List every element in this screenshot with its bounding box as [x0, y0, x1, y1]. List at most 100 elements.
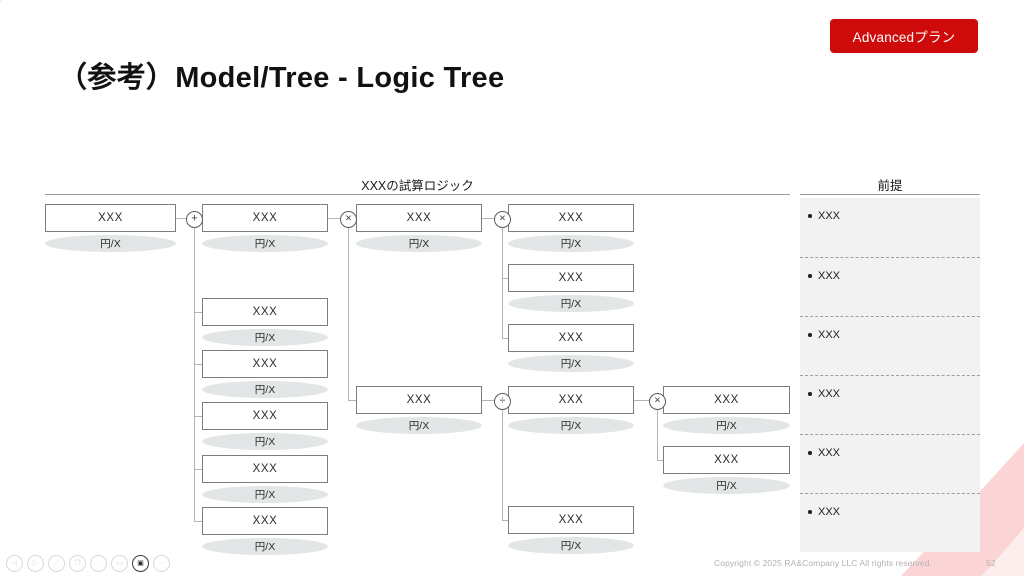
previous-slide-icon[interactable]: ◁ [6, 555, 23, 572]
tree-node-box[interactable]: XXX [202, 350, 328, 378]
connector-line [193, 521, 202, 522]
copy-icon[interactable]: ❐ [69, 555, 86, 572]
connector-line [482, 218, 494, 219]
operator-symbol: × [499, 212, 506, 224]
tree-node[interactable]: XXX 円/X [202, 350, 328, 398]
tree-node-unit-pill: 円/X [202, 235, 328, 252]
operator-times-3-icon: × [649, 392, 666, 410]
tree-node-unit-pill: 円/X [508, 417, 634, 434]
tree-node[interactable]: XXX 円/X [508, 386, 634, 434]
connector-line [347, 400, 356, 401]
copy-icon-glyph: ❐ [74, 560, 81, 567]
tree-node[interactable]: XXX 円/X [356, 204, 482, 252]
tree-node-box[interactable]: XXX [356, 204, 482, 232]
tree-node-box[interactable]: XXX [356, 386, 482, 414]
connector-line [501, 520, 508, 521]
premise-item: XXX [800, 316, 980, 375]
premise-item-text: XXX [818, 210, 841, 222]
premise-item-text: XXX [818, 329, 841, 341]
connector-line [193, 364, 202, 365]
operator-symbol: + [191, 212, 198, 224]
plan-badge: Advancedプラン [830, 19, 978, 53]
tree-node[interactable]: XXX 円/X [508, 506, 634, 554]
tree-node-box[interactable]: XXX [202, 402, 328, 430]
tree-node[interactable]: XXX 円/X [202, 298, 328, 346]
tree-node-box[interactable]: XXX [508, 324, 634, 352]
more-options-icon-glyph: ⋯ [158, 560, 165, 567]
tree-node-box[interactable]: XXX [663, 446, 790, 474]
page-number: 52 [986, 558, 996, 568]
tree-node-box[interactable]: XXX [202, 507, 328, 535]
tree-node-unit-pill: 円/X [663, 417, 790, 434]
tree-node-box[interactable]: XXX [202, 298, 328, 326]
tree-node-unit-label: 円/X [254, 332, 276, 344]
tree-node-box[interactable]: XXX [508, 506, 634, 534]
tree-node[interactable]: XXX 円/X [508, 204, 634, 252]
tree-node-unit-pill: 円/X [202, 329, 328, 346]
tree-node-box[interactable]: XXX [202, 455, 328, 483]
plan-badge-label: Advancedプラン [852, 30, 956, 45]
connector-line [501, 338, 508, 339]
tree-node-unit-pill: 円/X [45, 235, 176, 252]
tree-node-box[interactable]: XXX [508, 386, 634, 414]
tree-section-header: XXXの試算ロジック [361, 179, 474, 193]
operator-symbol: ÷ [499, 394, 506, 406]
tree-node-label: XXX [558, 212, 584, 224]
tree-node-unit-pill: 円/X [508, 537, 634, 554]
play-slide-icon-glyph: ▷ [32, 560, 39, 567]
connector-line [656, 400, 658, 460]
connector-line [193, 416, 202, 417]
tree-node[interactable]: XXX 円/X [202, 507, 328, 555]
tree-node-label: XXX [252, 358, 278, 370]
tree-node[interactable]: XXX 円/X [508, 264, 634, 312]
tree-node-unit-label: 円/X [560, 540, 582, 552]
connector-line [193, 312, 202, 313]
play-slide-icon[interactable]: ▷ [27, 555, 44, 572]
tree-node-box[interactable]: XXX [663, 386, 790, 414]
tree-node[interactable]: XXX 円/X [202, 204, 328, 252]
tree-node[interactable]: XXX 円/X [45, 204, 176, 252]
pen-icon-glyph: ／ [53, 560, 60, 567]
more-options-icon[interactable]: ⋯ [153, 555, 170, 572]
tree-node-label: XXX [714, 394, 739, 406]
tree-node-unit-label: 円/X [560, 420, 582, 432]
pen-icon[interactable]: ／ [48, 555, 65, 572]
tree-node-unit-pill: 円/X [202, 486, 328, 503]
tree-node-unit-label: 円/X [560, 238, 582, 250]
tree-node-box[interactable]: XXX [202, 204, 328, 232]
premise-item: XXX [800, 198, 980, 257]
tree-node-label: XXX [406, 394, 432, 406]
connector-line [501, 278, 508, 279]
connector-line [328, 218, 340, 219]
premise-item: XXX [800, 257, 980, 316]
viewer-toolbar[interactable]: ◁ ▷ ／ ❐ ◌▭▣ ⋯ [6, 555, 170, 572]
search-icon[interactable]: ◌ [90, 555, 107, 572]
tree-node-box[interactable]: XXX [508, 264, 634, 292]
tree-node-label: XXX [252, 515, 278, 527]
tree-node-unit-label: 円/X [408, 238, 430, 250]
tree-node-unit-pill: 円/X [202, 538, 328, 555]
tree-node[interactable]: XXX 円/X [663, 386, 790, 434]
record-video-icon[interactable]: ▣ [132, 555, 149, 572]
connector-line [501, 400, 503, 520]
tree-node[interactable]: XXX 円/X [202, 455, 328, 503]
tree-node-label: XXX [252, 410, 278, 422]
connector-line [193, 218, 195, 521]
connector-line [193, 469, 202, 470]
tree-node-unit-pill: 円/X [202, 381, 328, 398]
tree-node-unit-pill: 円/X [508, 235, 634, 252]
comment-icon[interactable]: ▭ [111, 555, 128, 572]
bullet-icon [808, 333, 812, 337]
previous-slide-icon-glyph: ◁ [11, 560, 18, 567]
premise-rule [800, 194, 980, 195]
tree-node-unit-pill: 円/X [508, 295, 634, 312]
tree-node-box[interactable]: XXX [45, 204, 176, 232]
connector-line [482, 400, 494, 401]
tree-node-box[interactable]: XXX [508, 204, 634, 232]
